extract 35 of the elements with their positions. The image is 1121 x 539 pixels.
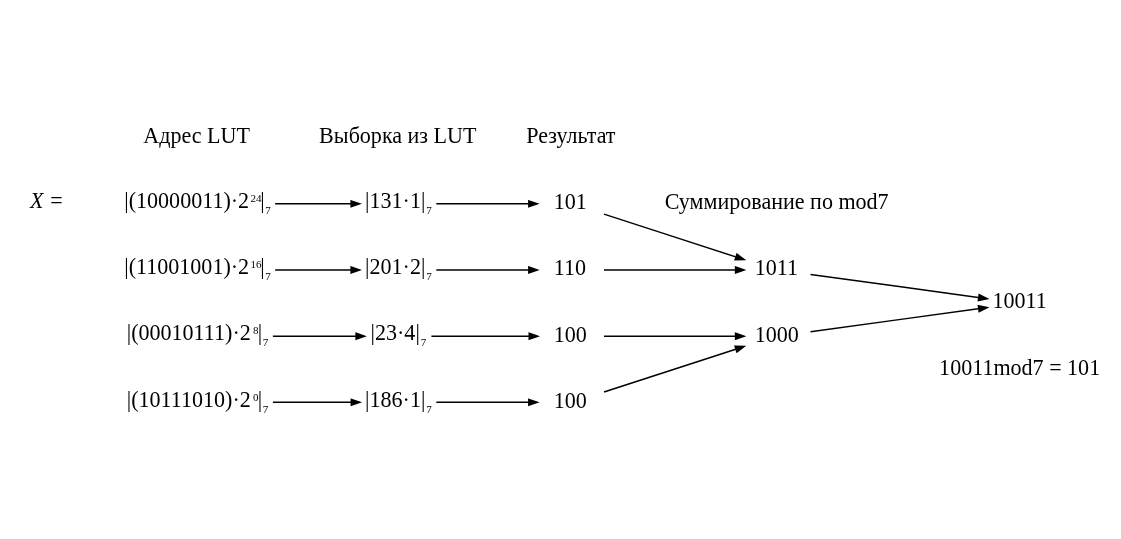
arrow bbox=[272, 397, 363, 406]
arrow bbox=[435, 265, 540, 274]
arrow bbox=[274, 265, 362, 274]
node-text: 110 bbox=[553, 254, 587, 280]
arrow bbox=[274, 199, 362, 208]
node-text: |23·4|$_{7}$ bbox=[370, 319, 427, 348]
node-text: 1011 bbox=[754, 254, 798, 280]
node-text: |(10111010)·2$^{0}$|$_{7}$ bbox=[126, 386, 269, 414]
arrow bbox=[603, 331, 747, 340]
label: Адрес LUT bbox=[143, 122, 250, 148]
node-text: 10011 bbox=[992, 287, 1047, 313]
node-text: 101 bbox=[553, 188, 587, 214]
arrow bbox=[603, 345, 747, 393]
arrow bbox=[809, 304, 990, 332]
arrow bbox=[435, 397, 540, 406]
node-text: |(11001001)·2$^{16}$|$_{7}$ bbox=[124, 253, 271, 282]
label: 10011mod7 = 101 bbox=[939, 354, 1101, 380]
node-text: 1000 bbox=[754, 321, 799, 347]
node-text: 100 bbox=[553, 387, 587, 413]
node-text: |131·1|$_{7}$ bbox=[365, 187, 432, 216]
node-text: |186·1|$_{7}$ bbox=[365, 386, 432, 414]
arrow bbox=[603, 265, 747, 274]
arrow bbox=[603, 212, 747, 261]
node-text: |(00010111)·2$^{8}$|$_{7}$ bbox=[126, 319, 269, 348]
arrow bbox=[430, 331, 541, 340]
arrow bbox=[809, 273, 990, 301]
arrow bbox=[435, 199, 540, 208]
node-text: |201·2|$_{7}$ bbox=[365, 253, 432, 282]
label: Выборка из LUT bbox=[319, 122, 477, 148]
label: Суммирование по mod7 bbox=[664, 188, 889, 214]
node-text: 100 bbox=[553, 321, 587, 347]
arrow bbox=[272, 331, 367, 340]
node-text: |(10000011)·2$^{24}$|$_{7}$ bbox=[124, 187, 271, 216]
label: Результат bbox=[526, 122, 616, 148]
label: X = bbox=[29, 187, 63, 213]
